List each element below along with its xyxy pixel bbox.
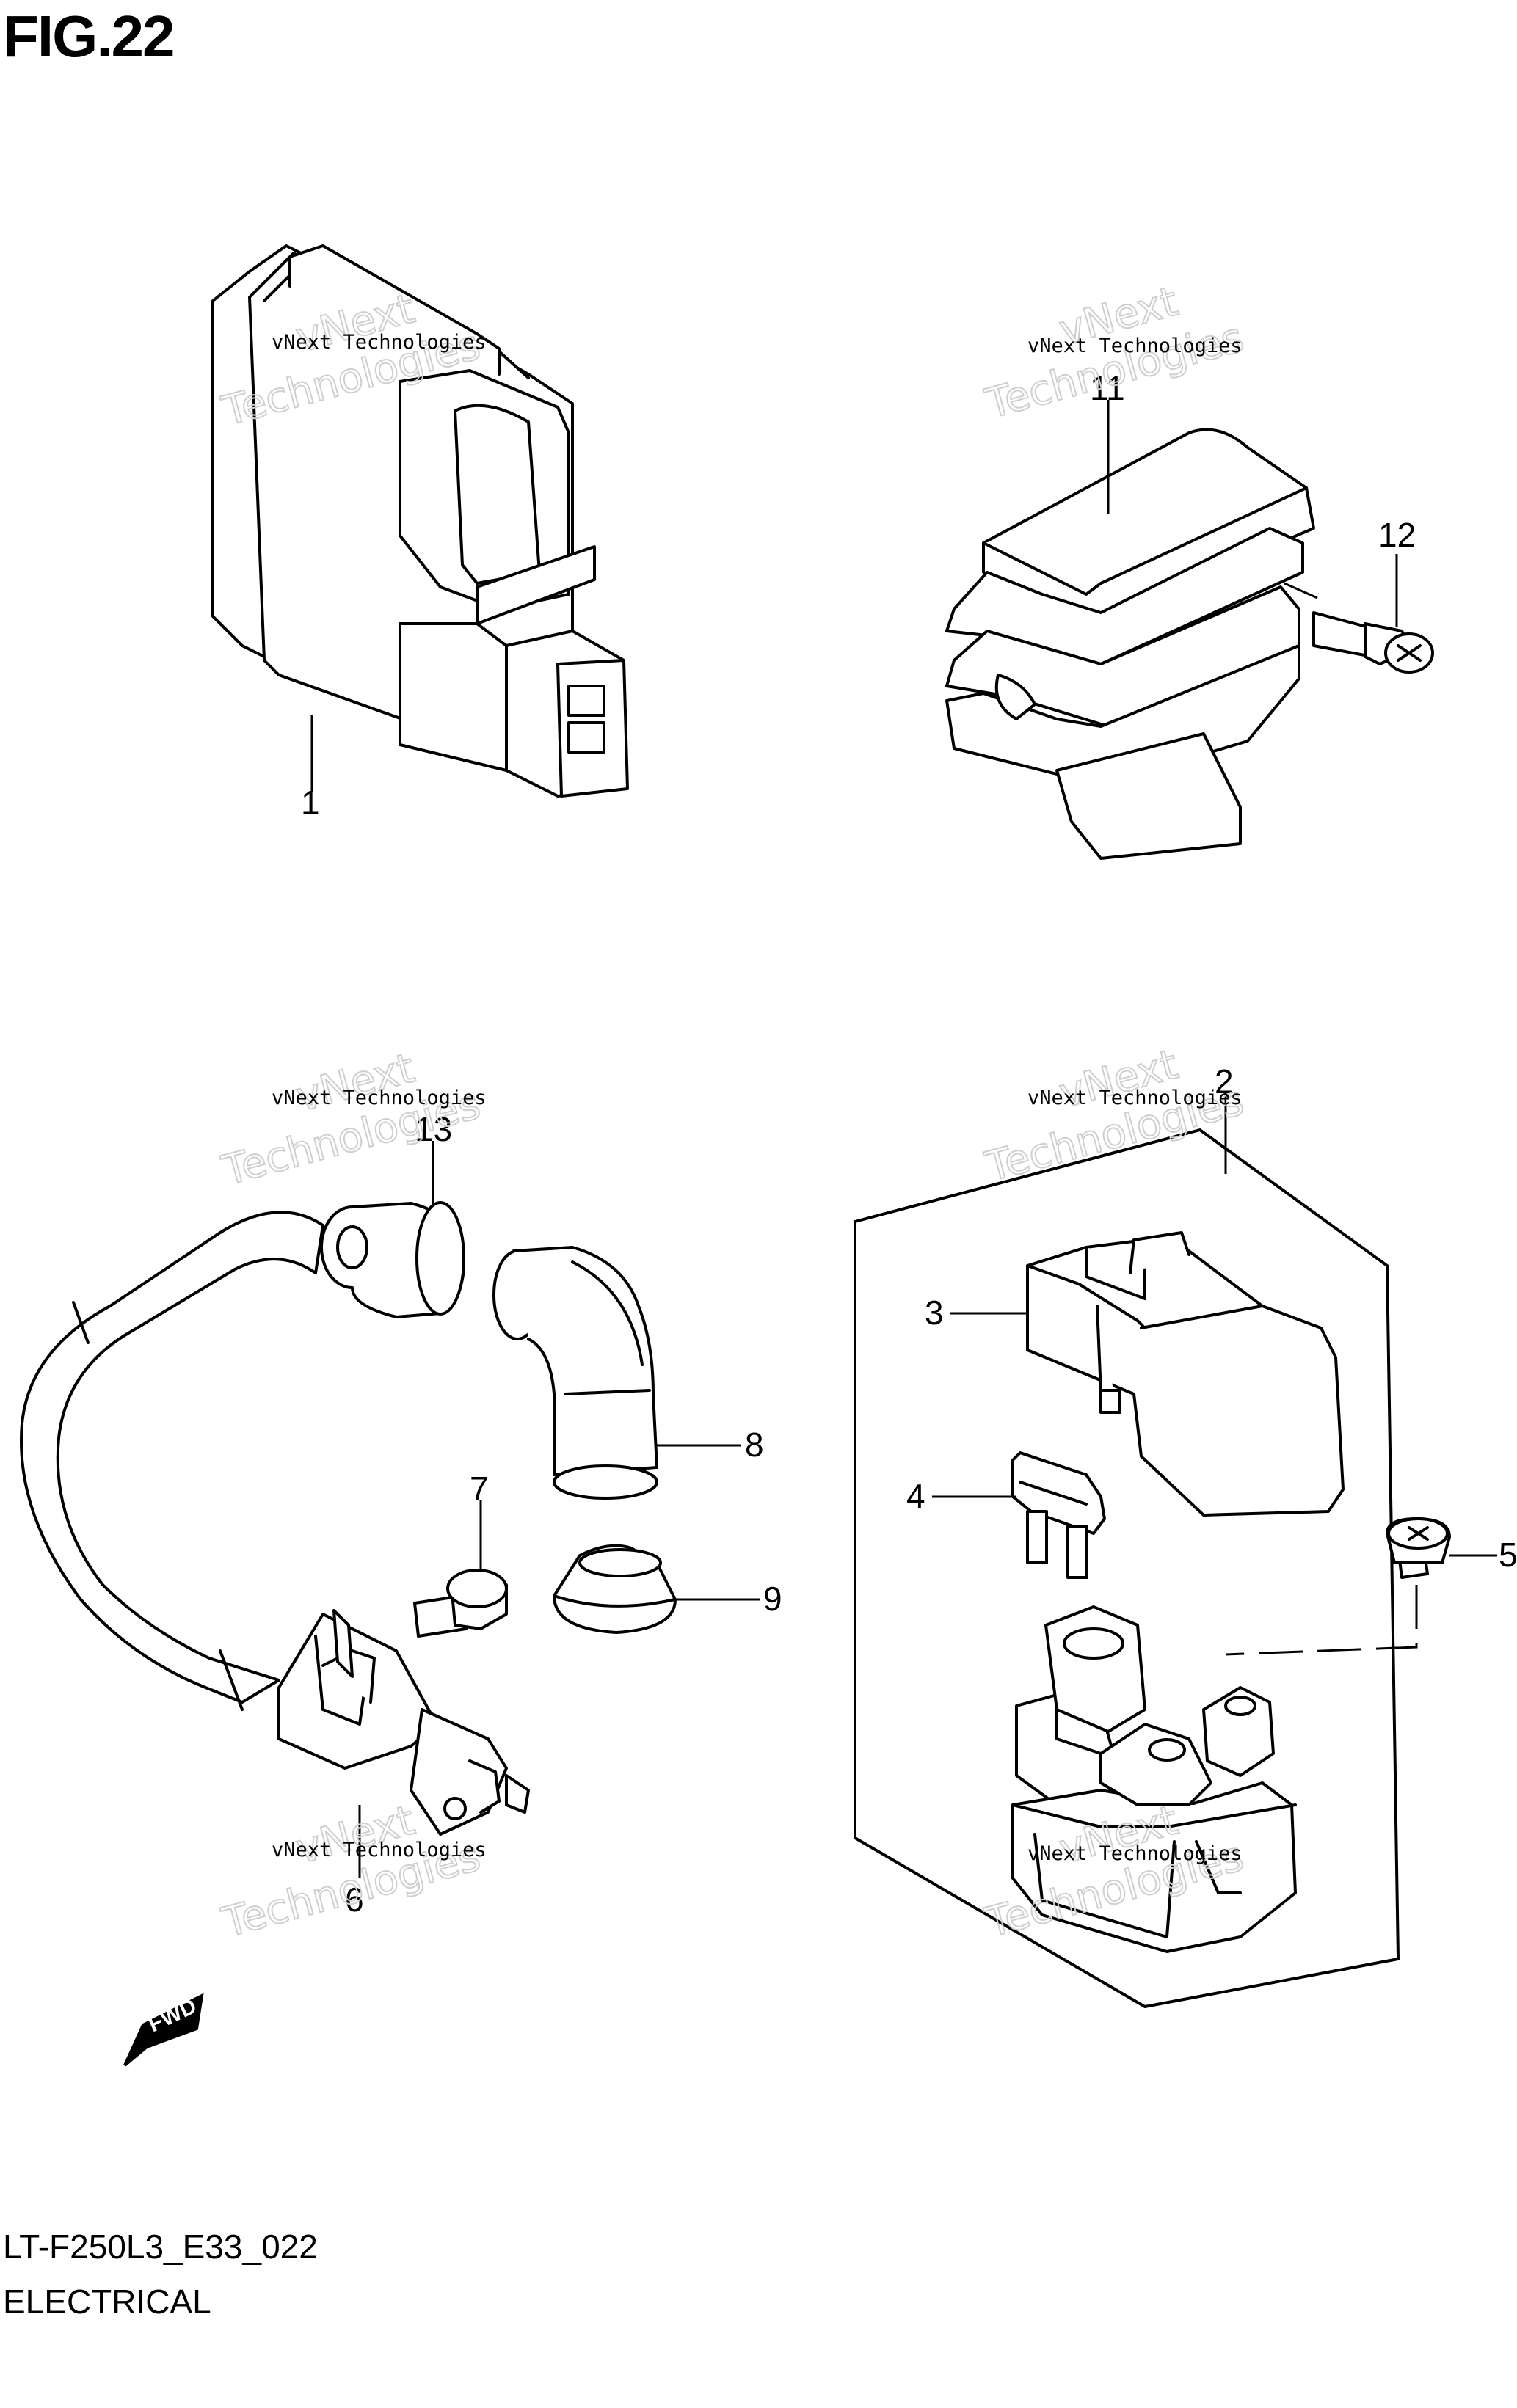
callout-6: 6 <box>345 1880 364 1919</box>
part-1-cdi-unit[interactable] <box>211 244 629 798</box>
watermark-mid-right: vNext Technologies vNext Technologies <box>980 1040 1249 1192</box>
callout-7: 7 <box>470 1470 489 1508</box>
callout-1: 1 <box>301 784 320 822</box>
diagram-code: LT-F250L3_E33_022 <box>3 2228 318 2266</box>
part-5-screw[interactable] <box>1386 1517 1451 1579</box>
part-9-seal[interactable] <box>553 1544 677 1634</box>
part-4-fuse[interactable] <box>1011 1451 1106 1579</box>
callout-3: 3 <box>925 1294 944 1332</box>
watermark-text: vNext Technologies <box>272 331 487 354</box>
callout-2: 2 <box>1215 1062 1234 1101</box>
watermark-text: vNext Technologies <box>272 1839 487 1861</box>
part-3-relay-cover[interactable] <box>1026 1231 1345 1517</box>
part-7-bolt[interactable] <box>413 1569 508 1638</box>
leader-11b <box>1284 582 1318 599</box>
part-2-outline <box>854 1128 1400 2009</box>
part-6-ignition-coil[interactable] <box>20 1211 530 1836</box>
watermark-text: vNext Technologies <box>1027 1842 1243 1865</box>
callout-5: 5 <box>1499 1536 1517 1574</box>
callout-11: 11 <box>1090 369 1125 407</box>
callout-4: 4 <box>906 1477 925 1515</box>
callout-13: 13 <box>415 1110 452 1148</box>
watermark-text: vNext Technologies <box>272 1087 487 1109</box>
callout-9: 9 <box>763 1580 782 1618</box>
part-12-bolt[interactable] <box>1312 611 1434 674</box>
part-2-starter-relay[interactable] <box>1011 1605 1297 1953</box>
fwd-arrow: FWD <box>123 1993 204 2067</box>
callout-8: 8 <box>745 1426 764 1464</box>
leader-5-ref <box>1225 1585 1418 1656</box>
part-13-grommet[interactable] <box>320 1201 465 1318</box>
figure-title: FIG.22 <box>3 4 175 69</box>
part-8-spark-plug-cap[interactable] <box>492 1246 658 1500</box>
watermark-text: vNext Technologies <box>1027 1087 1243 1109</box>
diagram-name: ELECTRICAL <box>3 2283 211 2321</box>
part-11-regulator-rectifier[interactable] <box>945 428 1315 860</box>
watermark-text: vNext Technologies <box>1027 335 1243 357</box>
callout-12: 12 <box>1378 516 1416 554</box>
watermark-mid-left: vNext Technologies vNext Technologies <box>217 1043 487 1195</box>
